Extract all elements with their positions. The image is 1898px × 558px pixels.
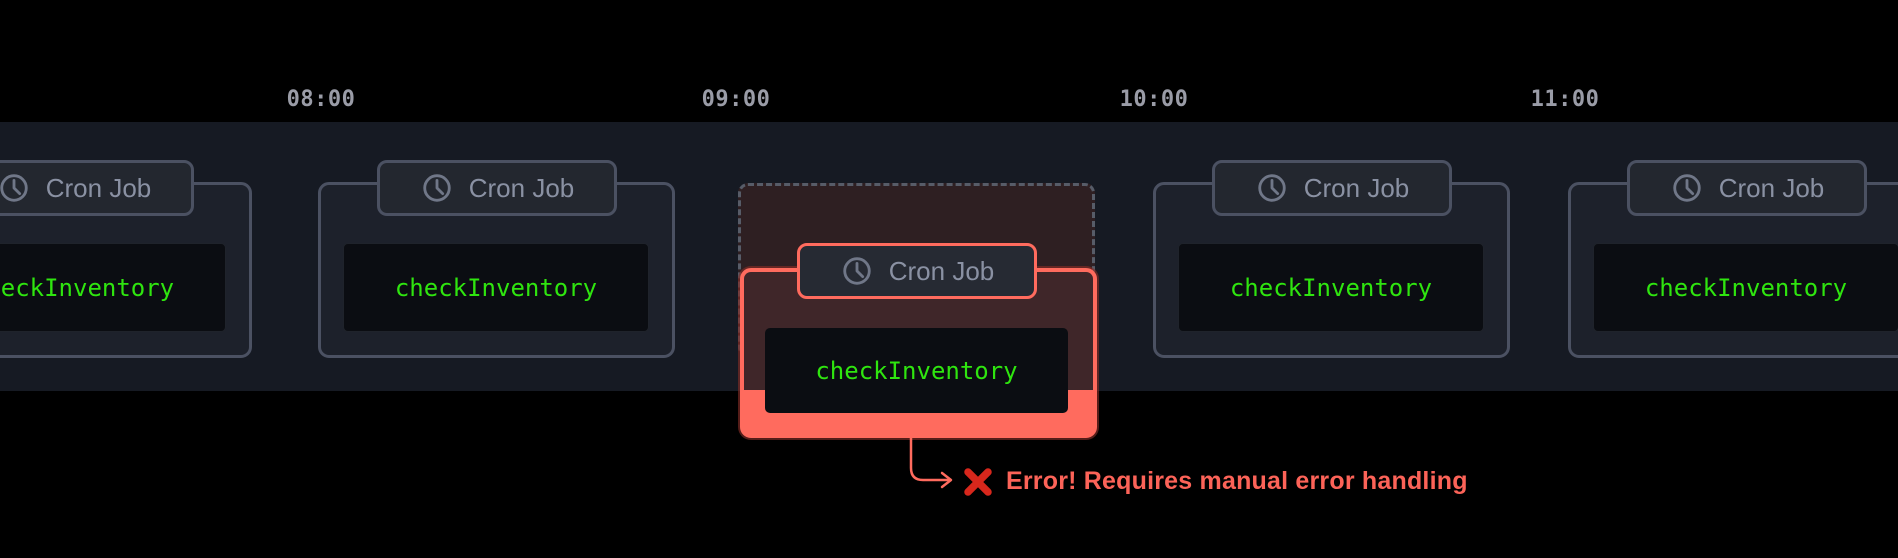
error-message: Error! Requires manual error handling — [1006, 467, 1468, 495]
clock-icon — [1673, 174, 1701, 202]
clock-icon — [423, 174, 451, 202]
cron-job-badge: Cron Job — [0, 160, 194, 216]
time-tick-0800: 08:00 — [286, 87, 356, 112]
clock-icon — [0, 174, 28, 202]
cross-mark-icon — [964, 468, 992, 496]
elbow-arrow-icon — [909, 436, 953, 489]
task-name: checkInventory — [0, 273, 175, 302]
cron-card-0800[interactable]: Cron Job checkInventory — [318, 160, 675, 358]
time-tick-0900: 09:00 — [701, 87, 771, 112]
badge-label: Cron Job — [888, 255, 995, 286]
time-tick-1000: 10:00 — [1119, 87, 1189, 112]
code-box: checkInventory — [1593, 243, 1898, 332]
time-tick-1100: 11:00 — [1530, 87, 1600, 112]
task-name: checkInventory — [394, 273, 598, 302]
code-box: checkInventory — [343, 243, 649, 332]
cron-card-1100[interactable]: Cron Job checkInventory — [1568, 160, 1898, 358]
cron-card-1000[interactable]: Cron Job checkInventory — [1153, 160, 1510, 358]
badge-label: Cron Job — [1718, 172, 1825, 203]
code-box: checkInventory — [1178, 243, 1484, 332]
task-name: checkInventory — [815, 356, 1018, 385]
badge-label: Cron Job — [1303, 172, 1410, 203]
cron-job-badge: Cron Job — [1212, 160, 1452, 216]
task-name: checkInventory — [1644, 273, 1848, 302]
clock-icon — [843, 257, 871, 285]
cron-card-0900-error[interactable]: Cron Job checkInventory — [740, 243, 1097, 438]
task-name: checkInventory — [1229, 273, 1433, 302]
cron-job-badge: Cron Job — [377, 160, 617, 216]
code-box: checkInventory — [765, 328, 1068, 413]
code-box: checkInventory — [0, 243, 226, 332]
cron-job-badge-error: Cron Job — [797, 243, 1037, 299]
cron-job-badge: Cron Job — [1627, 160, 1867, 216]
badge-label: Cron Job — [468, 172, 575, 203]
clock-icon — [1258, 174, 1286, 202]
badge-label: Cron Job — [45, 172, 152, 203]
cron-card-0700[interactable]: Cron Job checkInventory — [0, 160, 252, 358]
